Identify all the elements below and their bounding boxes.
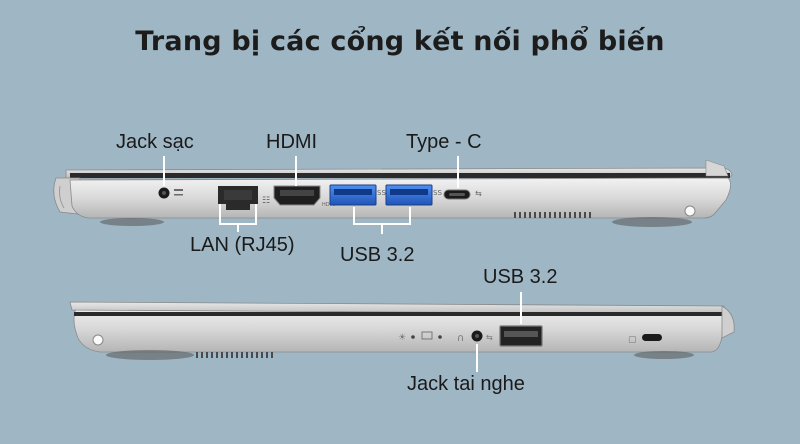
- dc-jack-port: [158, 187, 183, 199]
- audio-jack-port: ∩ ⇆: [457, 330, 493, 344]
- label-type-c: Type - C: [406, 131, 482, 153]
- label-usb-top: USB 3.2: [340, 244, 415, 266]
- svg-text:∩: ∩: [457, 333, 464, 344]
- callout-lines-bottom: [476, 292, 522, 372]
- label-jack-tai-nghe: Jack tai nghe: [407, 373, 525, 395]
- label-jack-sac: Jack sạc: [116, 131, 194, 153]
- svg-text:☷: ☷: [262, 196, 270, 206]
- laptop-right-side: ☀ ∩ ⇆ ▢: [69, 301, 735, 360]
- type-c-port: ⇆: [443, 189, 482, 200]
- label-hdmi: HDMI: [266, 131, 318, 153]
- label-usb-bottom: USB 3.2: [483, 266, 558, 288]
- callout-lines-top: [163, 156, 459, 234]
- svg-text:☀: ☀: [398, 333, 406, 343]
- page-title: Trang bị các cổng kết nối phổ biến: [135, 26, 665, 57]
- hdmi-port: HDMI: [273, 185, 335, 208]
- kensington-lock-slot: ▢: [628, 334, 662, 345]
- vent-grille-top: [514, 212, 591, 218]
- vent-grille-bottom: [196, 352, 273, 358]
- svg-text:HDMI: HDMI: [322, 202, 335, 208]
- svg-text:SS: SS: [377, 189, 386, 197]
- usb-port-1: SS: [329, 184, 386, 206]
- svg-text:▢: ▢: [628, 335, 637, 345]
- lan-rj45-port: ☷: [218, 186, 270, 210]
- usb-port-3: [499, 325, 543, 347]
- laptop-left-side: ☷ HDMI SS SS ⇆: [53, 159, 733, 227]
- usb-port-2: SS: [385, 184, 442, 206]
- status-indicators: ☀: [398, 331, 442, 343]
- label-lan: LAN (RJ45): [190, 234, 295, 256]
- svg-text:⇆: ⇆: [475, 189, 482, 198]
- svg-text:⇆: ⇆: [486, 333, 493, 342]
- svg-text:SS: SS: [433, 189, 442, 197]
